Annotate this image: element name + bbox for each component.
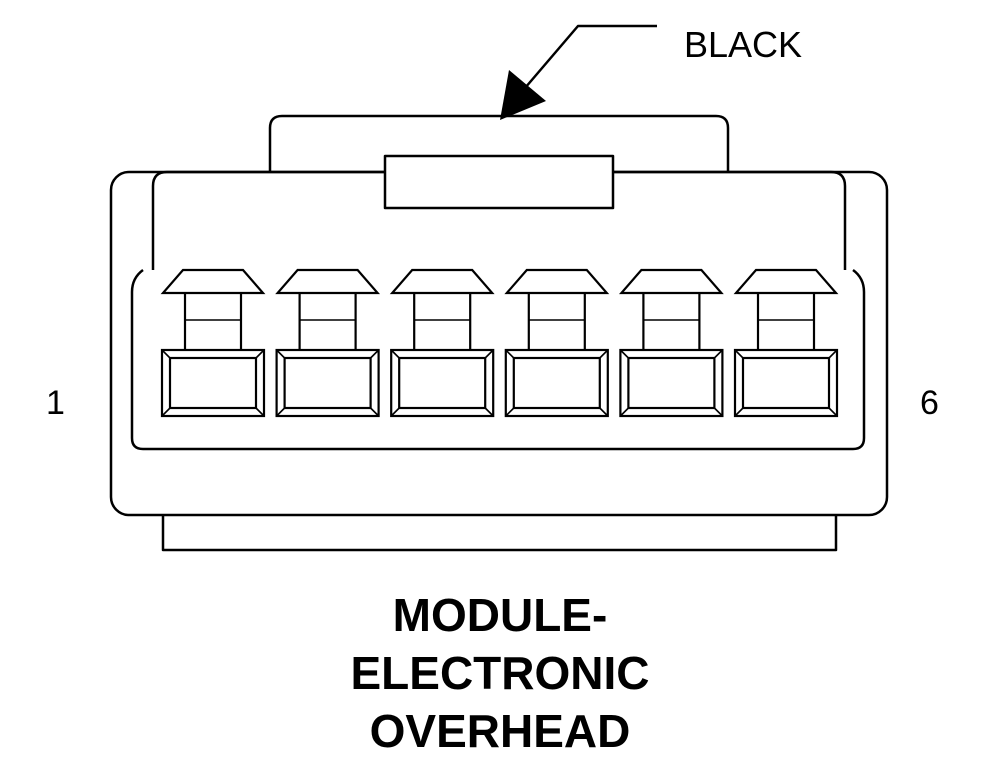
terminal-head xyxy=(389,268,495,295)
cavity-bevel xyxy=(619,349,629,359)
cavity-bevel xyxy=(255,407,265,417)
lock-bar xyxy=(383,154,615,210)
cavity-inner xyxy=(741,356,831,410)
latch-tab xyxy=(268,114,730,172)
terminal-cavity-4 xyxy=(504,268,610,418)
title-line-2: ELECTRONIC xyxy=(350,647,650,699)
cavity-bevel xyxy=(161,407,171,417)
cavity-bevel xyxy=(599,407,609,417)
cavity-bevel xyxy=(828,349,838,359)
cavity-bevel xyxy=(370,349,380,359)
cavity-bevel xyxy=(599,349,609,359)
cavity-bevel xyxy=(390,407,400,417)
cavity-bevel xyxy=(619,407,629,417)
cavity-bevel xyxy=(484,407,494,417)
title-line-1: MODULE- xyxy=(392,589,608,641)
cavity-bevel xyxy=(713,349,723,359)
terminal-head xyxy=(275,268,381,295)
cavity-bevel xyxy=(161,349,171,359)
cavity-bevel xyxy=(713,407,723,417)
cavity-group xyxy=(160,268,839,418)
connector-title: MODULE- ELECTRONIC OVERHEAD xyxy=(250,586,750,760)
cavity-bevel xyxy=(828,407,838,417)
terminal-cavity-3 xyxy=(389,268,495,418)
pin-number-last: 6 xyxy=(920,384,939,422)
cavity-bevel xyxy=(390,349,400,359)
terminal-head xyxy=(504,268,610,295)
title-line-3: OVERHEAD xyxy=(369,705,631,757)
terminal-head xyxy=(618,268,724,295)
pin-number-first: 1 xyxy=(46,384,65,422)
connector-shell xyxy=(109,170,889,517)
connector-color-label: BLACK xyxy=(684,24,803,65)
bottom-flange xyxy=(161,515,838,552)
cavity-bevel xyxy=(276,349,286,359)
terminal-cavity-6 xyxy=(733,268,839,418)
cavity-inner xyxy=(627,356,716,410)
cavity-bevel xyxy=(505,407,515,417)
cavity-bevel xyxy=(505,349,515,359)
terminal-cavity-2 xyxy=(275,268,381,418)
color-leader-line xyxy=(524,24,657,89)
cavity-bevel xyxy=(734,407,744,417)
cavity-inner xyxy=(283,356,372,410)
color-leader-arrowhead xyxy=(500,70,546,120)
cavity-bevel xyxy=(370,407,380,417)
terminal-head xyxy=(160,268,266,295)
cavity-bevel xyxy=(255,349,265,359)
cavity-bevel xyxy=(734,349,744,359)
terminal-cavity-1 xyxy=(160,268,266,418)
terminal-cavity-5 xyxy=(618,268,724,418)
cavity-bevel xyxy=(484,349,494,359)
cavity-inner xyxy=(398,356,487,410)
cavity-inner xyxy=(168,356,258,410)
terminal-head xyxy=(733,268,839,295)
cavity-recess xyxy=(130,268,866,451)
cavity-bevel xyxy=(276,407,286,417)
cavity-inner xyxy=(512,356,601,410)
